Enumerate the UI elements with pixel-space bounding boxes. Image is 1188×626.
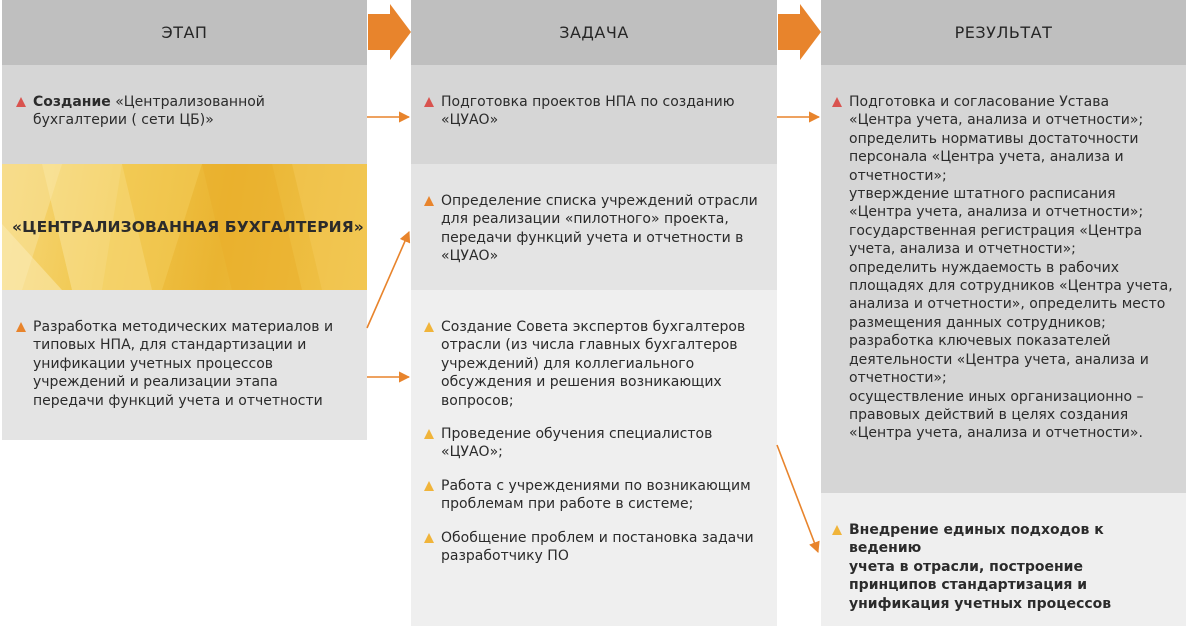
- result-standardization-cell: Внедрение единых подходов к ведению учет…: [821, 493, 1186, 626]
- stage-methodology-cell: Разработка методических материалов и тип…: [2, 290, 367, 440]
- header-task-label: ЗАДАЧА: [559, 23, 629, 42]
- triangle-bullet-icon: [16, 322, 26, 332]
- stage-creation-text: Создание «Централизованной бухгалтерии (…: [33, 94, 265, 129]
- triangle-bullet-icon: [832, 97, 842, 107]
- triangle-bullet-icon: [424, 429, 434, 440]
- result-charter-item: Подготовка и согласование Устава «Центра…: [832, 93, 1174, 443]
- stage-methodology-text: Разработка методических материалов и тип…: [33, 319, 334, 409]
- header-stage: ЭТАП: [2, 0, 367, 65]
- stage-creation-cell: Создание «Централизованной бухгалтерии (…: [2, 65, 367, 164]
- triangle-bullet-icon: [832, 525, 842, 535]
- triangle-bullet-icon: [424, 97, 434, 107]
- result-charter-text: Подготовка и согласование Устава «Центра…: [849, 94, 1173, 442]
- banner-title: «ЦЕНТРАЛИЗОВАННАЯ БУХГАЛТЕРИЯ»: [12, 218, 364, 236]
- header-chevron-arrow-2: [778, 4, 821, 60]
- task-action-text: Обобщение проблем и постановка задачи ра…: [441, 529, 754, 565]
- triangle-bullet-icon: [424, 196, 434, 206]
- stage-creation-item: Создание «Централизованной бухгалтерии (…: [16, 93, 355, 130]
- task-list-cell: Определение списка учреждений отрасли дл…: [411, 164, 777, 290]
- task-list-text: Определение списка учреждений отрасли дл…: [441, 193, 758, 265]
- stage-methodology-item: Разработка методических материалов и тип…: [16, 318, 355, 410]
- task-action-item: Работа с учреждениями по возникающим про…: [424, 477, 765, 514]
- header-result-label: РЕЗУЛЬТАТ: [954, 23, 1053, 42]
- task-action-item: Создание Совета экспертов бухгалтеров от…: [424, 318, 765, 410]
- connector-arrow: [776, 444, 820, 554]
- centralized-accounting-banner: «ЦЕНТРАЛИЗОВАННАЯ БУХГАЛТЕРИЯ»: [2, 164, 367, 290]
- task-action-item: Проведение обучения специалистов «ЦУАО»;: [424, 425, 765, 462]
- triangle-bullet-icon: [424, 532, 434, 543]
- header-task: ЗАДАЧА: [411, 0, 777, 65]
- task-action-item: Обобщение проблем и постановка задачи ра…: [424, 529, 765, 566]
- task-list-item: Определение списка учреждений отрасли дл…: [424, 192, 765, 266]
- task-actions-cell: Создание Совета экспертов бухгалтеров от…: [411, 290, 777, 626]
- task-action-text: Работа с учреждениями по возникающим про…: [441, 477, 751, 513]
- task-action-text: Создание Совета экспертов бухгалтеров от…: [441, 319, 746, 409]
- connector-arrow: [366, 230, 411, 329]
- triangle-bullet-icon: [424, 480, 434, 491]
- triangle-bullet-icon: [16, 97, 26, 107]
- task-npa-text: Подготовка проектов НПА по созданию «ЦУА…: [441, 94, 735, 129]
- result-standardization-item: Внедрение единых подходов к ведению учет…: [832, 521, 1174, 613]
- task-npa-cell: Подготовка проектов НПА по созданию «ЦУА…: [411, 65, 777, 164]
- task-npa-item: Подготовка проектов НПА по созданию «ЦУА…: [424, 93, 765, 130]
- header-stage-label: ЭТАП: [161, 23, 208, 42]
- header-result: РЕЗУЛЬТАТ: [821, 0, 1186, 65]
- triangle-bullet-icon: [424, 322, 434, 332]
- banner-decoration: [2, 164, 367, 290]
- result-standardization-text: Внедрение единых подходов к ведению учет…: [849, 522, 1112, 612]
- task-action-text: Проведение обучения специалистов «ЦУАО»;: [441, 426, 713, 461]
- header-chevron-arrow-1: [368, 4, 411, 60]
- result-charter-cell: Подготовка и согласование Устава «Центра…: [821, 65, 1186, 493]
